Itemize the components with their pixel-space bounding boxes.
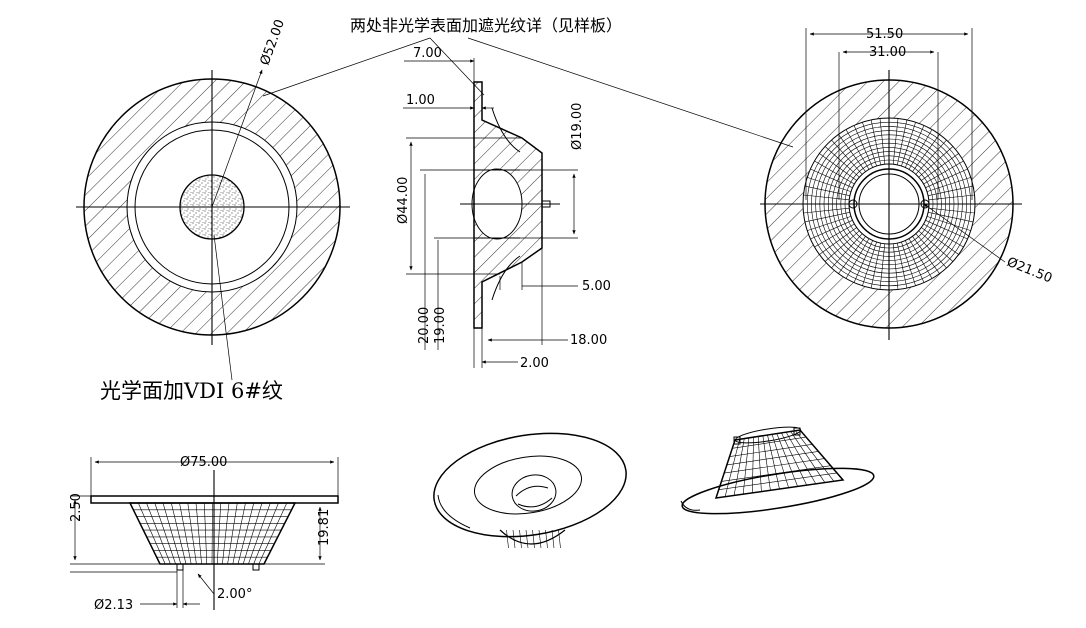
top-note-text: 两处非光学表面加遮光纹详（见样板）: [350, 16, 622, 35]
rear-51-label: 51.50: [866, 27, 903, 42]
side-1981-label: 19.81: [317, 509, 332, 546]
iso-front-view: [433, 432, 627, 549]
sec-5-label: 5.00: [582, 279, 611, 294]
iso-back-view: [680, 426, 875, 515]
rear-31-label: 31.00: [869, 45, 906, 60]
side-view: Ø75.00 2.50 19.81 Ø2.13 2.00°: [69, 455, 339, 613]
sec-7-label: 7.00: [413, 46, 442, 61]
sec-20-label: 20.00: [417, 307, 432, 344]
sec-dia44-label: Ø44.00: [396, 177, 411, 224]
side-200-label: 2.00°: [217, 587, 252, 602]
sec-19-label: 19.00: [433, 307, 448, 344]
front-view: Ø52.00: [76, 18, 350, 381]
top-note: 两处非光学表面加遮光纹详（见样板）: [262, 16, 794, 148]
sec-18-label: 18.00: [570, 333, 607, 348]
rear-dia21-label: Ø21.50: [1005, 255, 1055, 287]
side-dia213-label: Ø2.13: [94, 598, 133, 613]
side-dia75-label: Ø75.00: [180, 455, 227, 470]
sec-2-label: 2.00: [520, 356, 549, 371]
side-250-label: 2.50: [69, 493, 84, 522]
section-view: 7.00 1.00 Ø19.00 Ø44.00 20.00 19.00 5.00…: [396, 46, 611, 371]
bottom-note-text: 光学面加VDI 6#纹: [100, 379, 283, 403]
rear-view: 51.50 31.00 Ø21.50: [760, 27, 1054, 340]
sec-dia19-label: Ø19.00: [570, 103, 585, 150]
front-dia-label: Ø52.00: [258, 18, 288, 68]
sec-1-label: 1.00: [406, 93, 435, 108]
